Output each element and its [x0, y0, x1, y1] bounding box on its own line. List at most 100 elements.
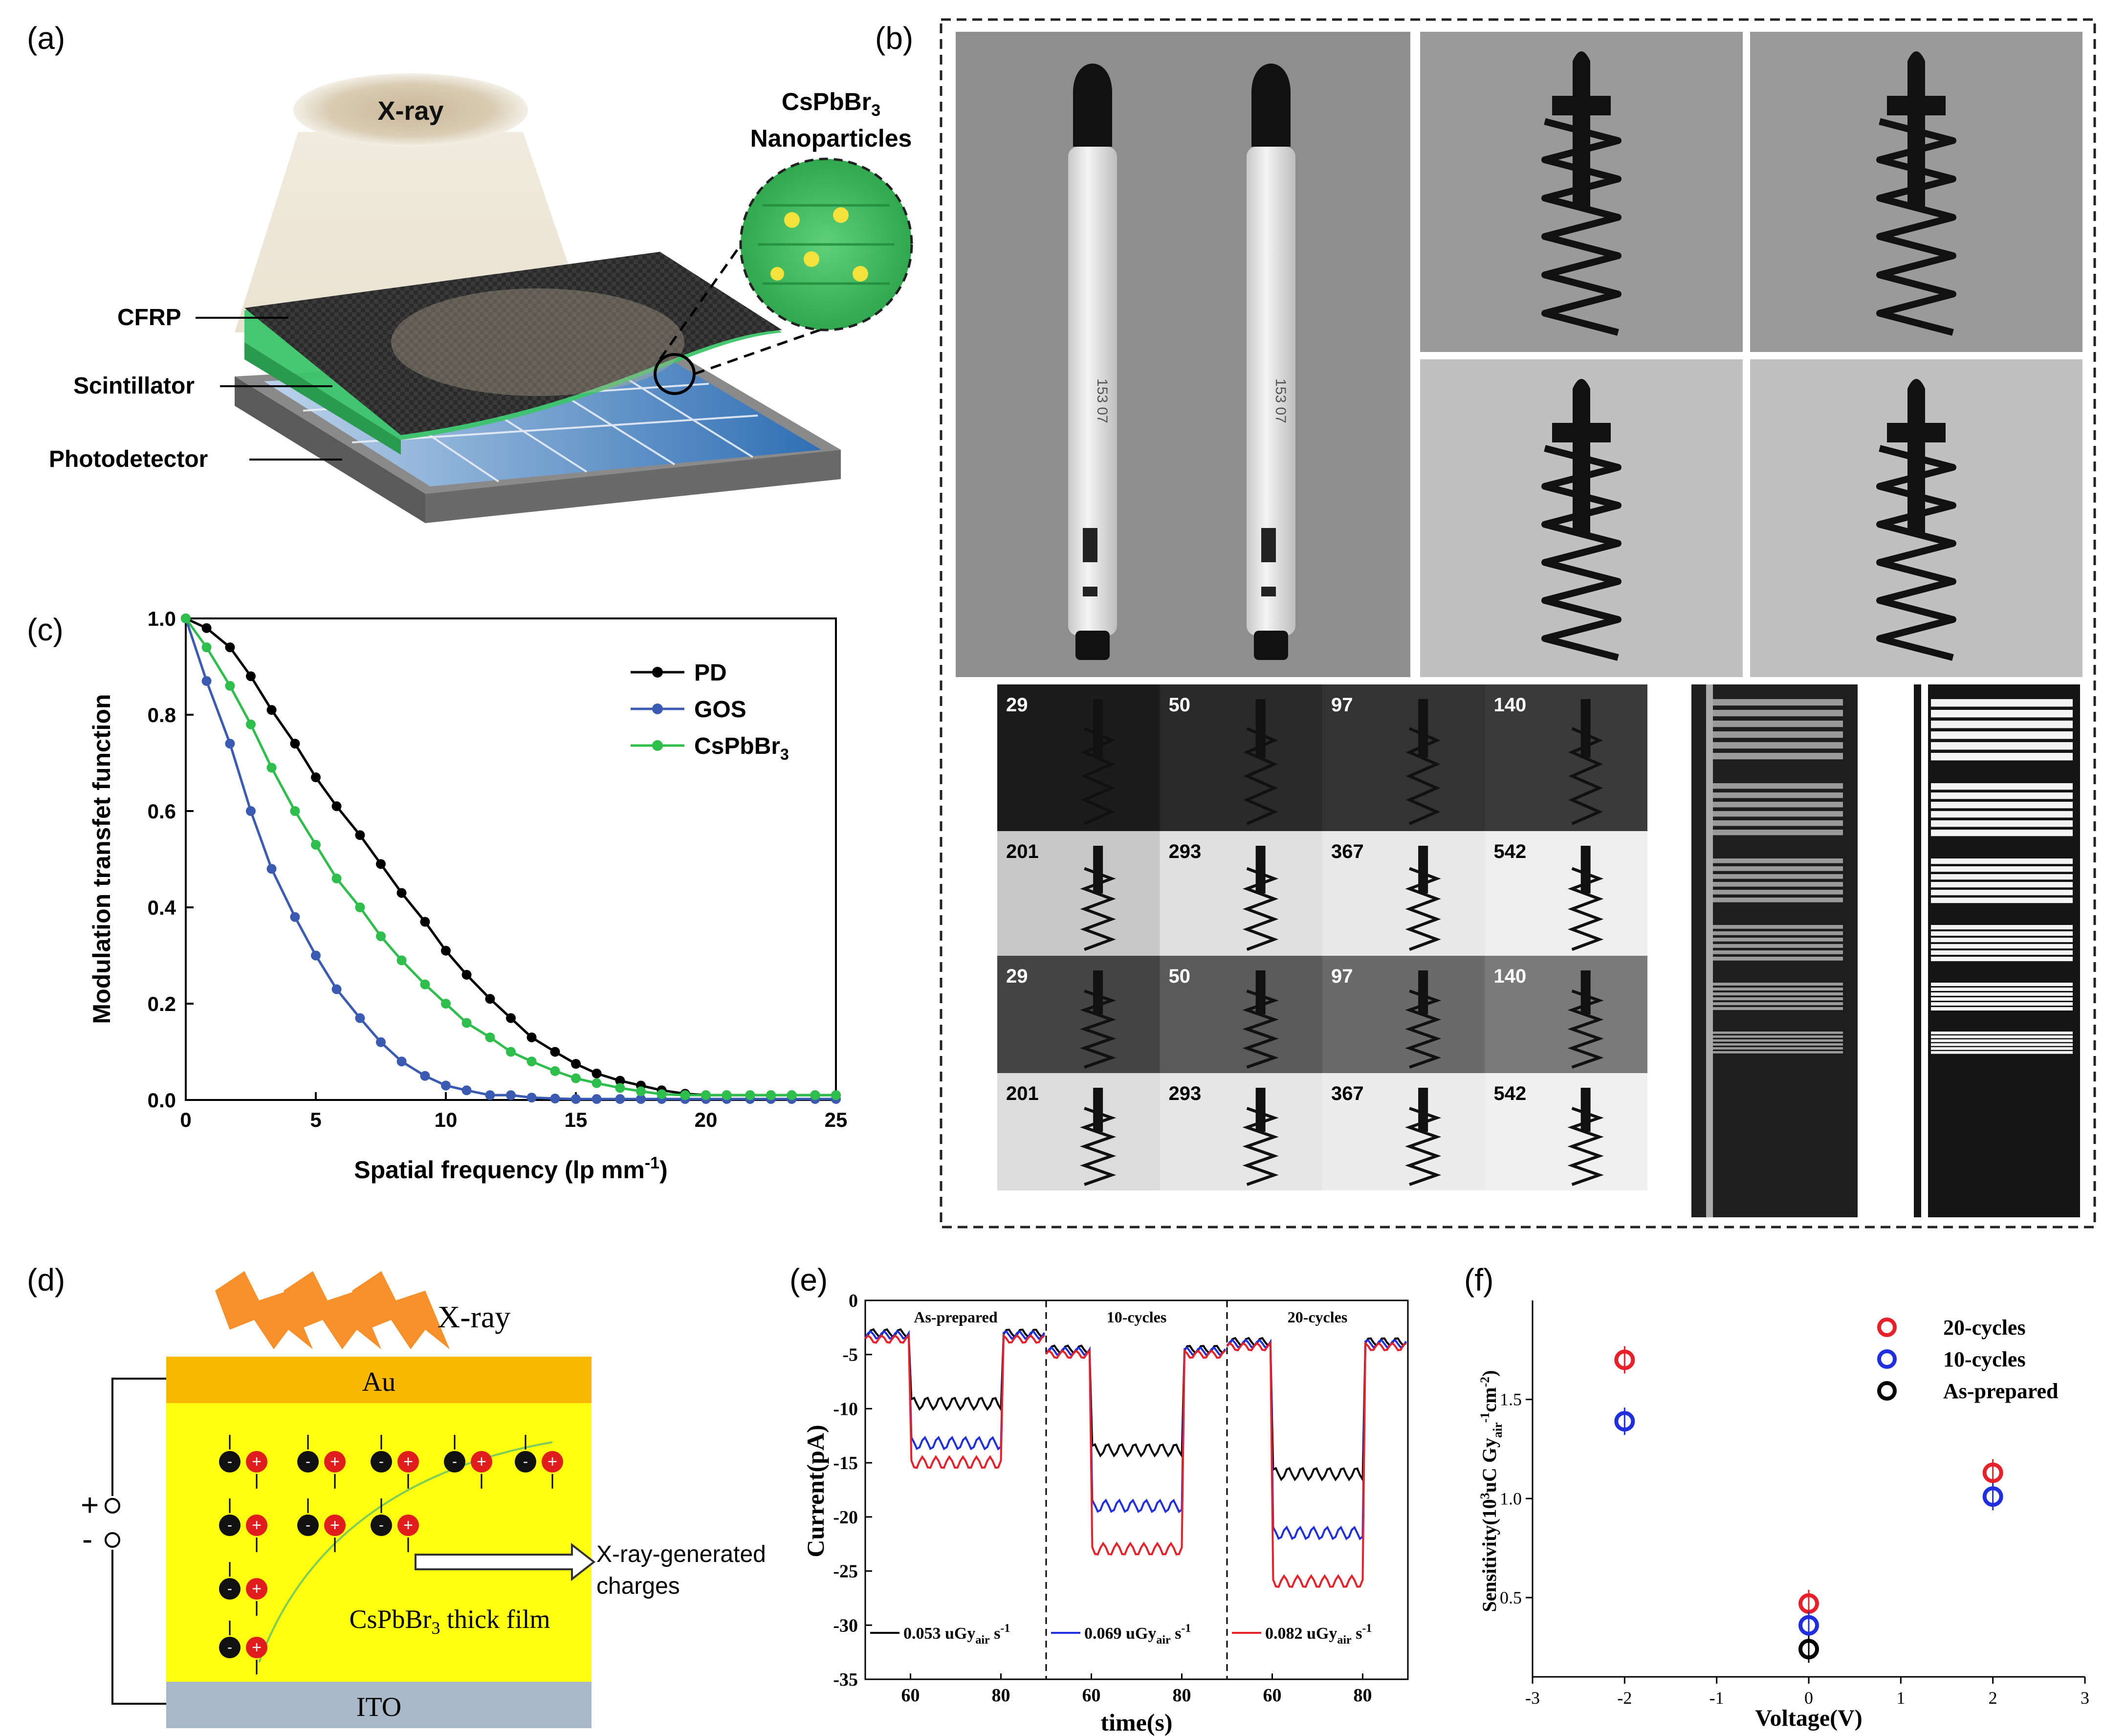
- mtf-point: [376, 1037, 386, 1047]
- lp-bar: [1706, 792, 1843, 798]
- lp-bar: [1931, 710, 2073, 718]
- mini-spring: [1080, 989, 1117, 1069]
- sens-xtick-label: 3: [2081, 1688, 2089, 1708]
- charges-arrow-icon: [415, 1542, 596, 1582]
- lp-bar: [1706, 811, 1843, 817]
- hole-icon: [246, 1451, 267, 1472]
- grid-cell: [997, 831, 1160, 956]
- lp-bar: [1931, 783, 2073, 790]
- mtf-point: [331, 801, 342, 812]
- mtf-point: [485, 994, 495, 1004]
- electron-sign: -: [306, 1453, 310, 1470]
- mini-spring: [1242, 989, 1279, 1069]
- current-xtick-label: 80: [992, 1685, 1010, 1706]
- mtf-point: [745, 1090, 755, 1100]
- grid-cell: [1322, 684, 1485, 831]
- sensitivity-ylabel: Sensitivity(103uC Gyair-1cm-2): [1478, 1370, 1505, 1612]
- current-trace: [1226, 1338, 1407, 1540]
- mtf-legend-label: GOS: [694, 697, 746, 723]
- mtf-point: [266, 864, 277, 874]
- current-ytick-label: 0: [849, 1291, 858, 1311]
- nano-label-2: Nanoparticles: [750, 125, 912, 152]
- current-ytick-label: -5: [842, 1345, 858, 1365]
- electron-sign: -: [379, 1517, 384, 1533]
- mtf-point: [355, 830, 365, 840]
- electron-sign: -: [523, 1453, 528, 1470]
- electron-icon: [219, 1637, 241, 1658]
- panel-c-label: (c): [27, 612, 64, 647]
- svg-text:153 07: 153 07: [1094, 378, 1110, 423]
- lp-bar: [1931, 882, 2073, 888]
- mtf-point: [787, 1090, 797, 1100]
- lp-bar: [1706, 830, 1843, 835]
- lp-bar: [1706, 983, 1843, 986]
- panel-d-label: (d): [27, 1262, 65, 1297]
- mtf-point: [420, 1071, 430, 1081]
- mtf-xtick-label: 20: [695, 1108, 718, 1131]
- hole-sign: +: [252, 1638, 262, 1657]
- mtf-point: [376, 859, 386, 869]
- mtf-point: [571, 1073, 581, 1083]
- mtf-point: [396, 955, 407, 966]
- lp-bar: [1706, 721, 1843, 727]
- current-xtick-label: 60: [1263, 1685, 1282, 1706]
- mtf-point: [680, 1090, 690, 1100]
- hole-icon: [324, 1451, 346, 1472]
- hole-icon: [246, 1578, 267, 1600]
- mtf-ytick-label: 0.6: [148, 800, 176, 823]
- grid-cell: [1322, 956, 1485, 1073]
- grid-cell: [1160, 956, 1322, 1073]
- mini-spring: [1568, 867, 1604, 951]
- lp-bar: [1931, 742, 2073, 750]
- xray-label: X-ray: [377, 96, 443, 126]
- current-trace: [1045, 1348, 1226, 1556]
- spring-coil: [1541, 445, 1622, 661]
- hole-sign: +: [330, 1516, 340, 1535]
- lp-bar: [1706, 950, 1843, 954]
- electron-icon: [219, 1578, 241, 1600]
- pen-silhouette: [1907, 379, 1925, 534]
- current-xtick-label: 80: [1354, 1685, 1372, 1706]
- lp-bar: [1706, 1047, 1843, 1050]
- lp-bar: [1931, 1043, 2073, 1046]
- current-trace: [1045, 1344, 1226, 1459]
- lp-edge: [1706, 684, 1713, 1217]
- exposure-label: 140: [1494, 694, 1527, 716]
- mtf-xlabel: Spatial frequency (lp mm-1): [354, 1154, 667, 1184]
- minus-label: -: [82, 1521, 92, 1557]
- electron-icon: [515, 1451, 536, 1472]
- electron-icon: [297, 1451, 319, 1472]
- mtf-point: [420, 979, 430, 989]
- mtf-point: [592, 1078, 602, 1088]
- exposure-label: 50: [1169, 694, 1191, 716]
- mtf-xtick-label: 25: [825, 1108, 848, 1131]
- lp-bar: [1706, 866, 1843, 871]
- sens-xtick-label: 0: [1804, 1688, 1813, 1708]
- grid-cell: [1485, 956, 1647, 1073]
- sens-ytick-label: 0.5: [1500, 1588, 1522, 1607]
- xray-spring-images: [1420, 32, 2082, 677]
- mini-spring: [1405, 727, 1441, 825]
- mtf-point: [441, 999, 451, 1009]
- hole-sign: +: [403, 1452, 413, 1471]
- hole-icon: [246, 1637, 267, 1658]
- grid-cell: [997, 1073, 1160, 1190]
- grid-cell: [997, 956, 1160, 1073]
- mtf-point: [331, 873, 342, 883]
- mtf-point: [266, 763, 277, 773]
- lp-bar: [1706, 1007, 1843, 1010]
- grid-cell: [1160, 831, 1322, 956]
- electron-icon: [444, 1451, 465, 1472]
- mini-spring: [1243, 867, 1279, 951]
- mtf-point: [506, 1090, 516, 1100]
- hole-sign: +: [252, 1452, 262, 1471]
- lp-bar: [1706, 820, 1843, 826]
- grid-cell: [1485, 1073, 1647, 1190]
- lp-bar: [1931, 830, 2073, 836]
- panel-e-label: (e): [789, 1262, 828, 1297]
- mtf-point: [485, 1032, 495, 1042]
- scintillator-label: Scintillator: [73, 373, 195, 399]
- exposure-label: 542: [1494, 841, 1527, 862]
- mtf-point: [396, 1056, 407, 1067]
